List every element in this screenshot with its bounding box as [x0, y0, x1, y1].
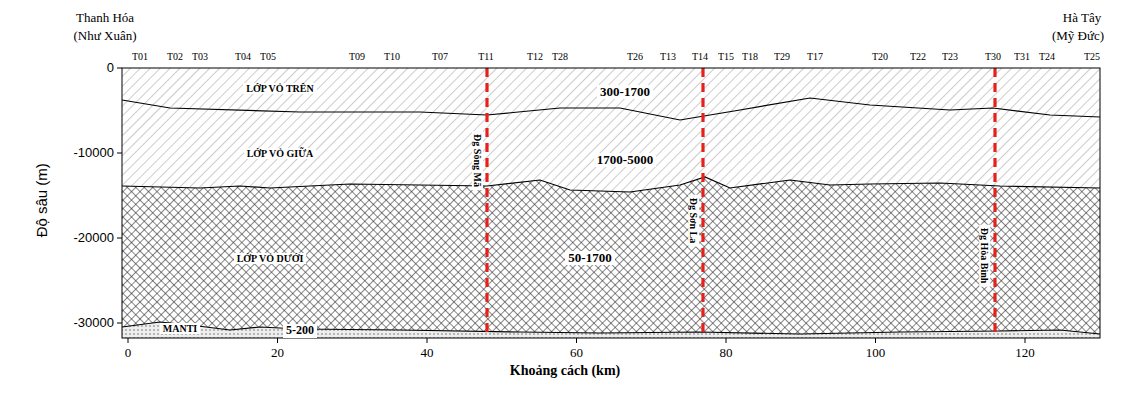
x-tick [277, 338, 278, 343]
station-label: T31 [1014, 51, 1030, 62]
station-label: T28 [552, 51, 568, 62]
y-tick [117, 238, 122, 239]
x-tick-label: 80 [720, 346, 733, 360]
place-name: (Mỹ Đức) [1052, 29, 1104, 43]
layer-boundary [122, 98, 1100, 120]
y-tick-label: 0 [107, 61, 114, 75]
layer-boundary [122, 322, 1100, 334]
layer-boundary [122, 177, 1100, 192]
station-label: T26 [627, 51, 643, 62]
resistivity-range: 1700-5000 [594, 153, 656, 167]
fault-line [485, 68, 488, 338]
station-label: T30 [985, 51, 1001, 62]
station-label: T20 [872, 51, 888, 62]
station-label: T04 [235, 51, 251, 62]
resistivity-range: 50-1700 [565, 251, 614, 265]
mantle-band [122, 322, 1100, 338]
x-tick [875, 338, 876, 343]
layer-band: LỚP VỎ TRÊN 300-1700 [122, 70, 1100, 102]
x-tick [1025, 338, 1026, 343]
station-label: T13 [660, 51, 676, 62]
station-label: T29 [774, 51, 790, 62]
station-label: T25 [1084, 51, 1100, 62]
station-label: T18 [742, 51, 758, 62]
station-label: T02 [167, 51, 183, 62]
place-name: Thanh Hóa [76, 11, 134, 25]
x-tick-label: 0 [125, 346, 132, 360]
layer-band: LỚP VỎ DƯỚI 50-1700 [122, 195, 1100, 320]
x-tick-label: 100 [866, 346, 886, 360]
fault-label: Đg Sông Mã [471, 131, 482, 190]
fault-line [701, 68, 704, 338]
place-name: Hà Tây [1063, 11, 1101, 25]
y-tick [117, 68, 122, 69]
layer-name: MANTI [160, 323, 200, 334]
station-label: T05 [260, 51, 276, 62]
fault-line [993, 68, 996, 338]
station-label: T03 [192, 51, 208, 62]
resistivity-range: 300-1700 [597, 85, 653, 99]
x-tick-label: 40 [421, 346, 434, 360]
x-tick [128, 338, 129, 343]
lower-crust-band [122, 177, 1100, 334]
layer-name: LỚP VỎ TRÊN [243, 83, 316, 94]
station-label: T11 [478, 51, 494, 62]
layer-name: LỚP VỎ DƯỚI [234, 253, 307, 264]
station-label: T01 [132, 51, 148, 62]
layer-name: LỚP VỎ GIỮA [244, 148, 317, 159]
station-label: T09 [349, 51, 365, 62]
x-tick-label: 20 [271, 346, 284, 360]
station-label: T23 [942, 51, 958, 62]
middle-crust-band [122, 98, 1100, 192]
station-label: T24 [1039, 51, 1055, 62]
station-label: T12 [527, 51, 543, 62]
resistivity-range: 5-200 [283, 324, 317, 337]
place-name: (Như Xuân) [73, 29, 136, 43]
fault-label: Đg Sơn La [689, 194, 700, 246]
station-label: T10 [384, 51, 400, 62]
y-tick [117, 323, 122, 324]
axis-title: Độ sâu (m) [34, 163, 51, 237]
x-tick [427, 338, 428, 343]
station-label: T14 [692, 51, 708, 62]
station-label: T22 [910, 51, 926, 62]
layer-band: LỚP VỎ GIỮA 1700-5000 [122, 120, 1100, 182]
x-tick [726, 338, 727, 343]
x-tick-label: 120 [1015, 346, 1035, 360]
x-tick-label: 60 [570, 346, 583, 360]
plot-frame [122, 68, 1100, 338]
y-tick-label: -20000 [74, 231, 114, 245]
y-tick [117, 153, 122, 154]
station-label: T07 [432, 51, 448, 62]
y-tick-label: -30000 [74, 316, 114, 330]
station-label: T17 [807, 51, 823, 62]
station-label: T15 [718, 51, 734, 62]
layer-band: MANTI 5-200 [122, 321, 1100, 338]
axis-title: Khoảng cách (km) [510, 363, 620, 378]
y-tick-label: -10000 [74, 146, 114, 160]
x-tick [576, 338, 577, 343]
fault-label: Đg Hòa Bình [979, 224, 990, 286]
